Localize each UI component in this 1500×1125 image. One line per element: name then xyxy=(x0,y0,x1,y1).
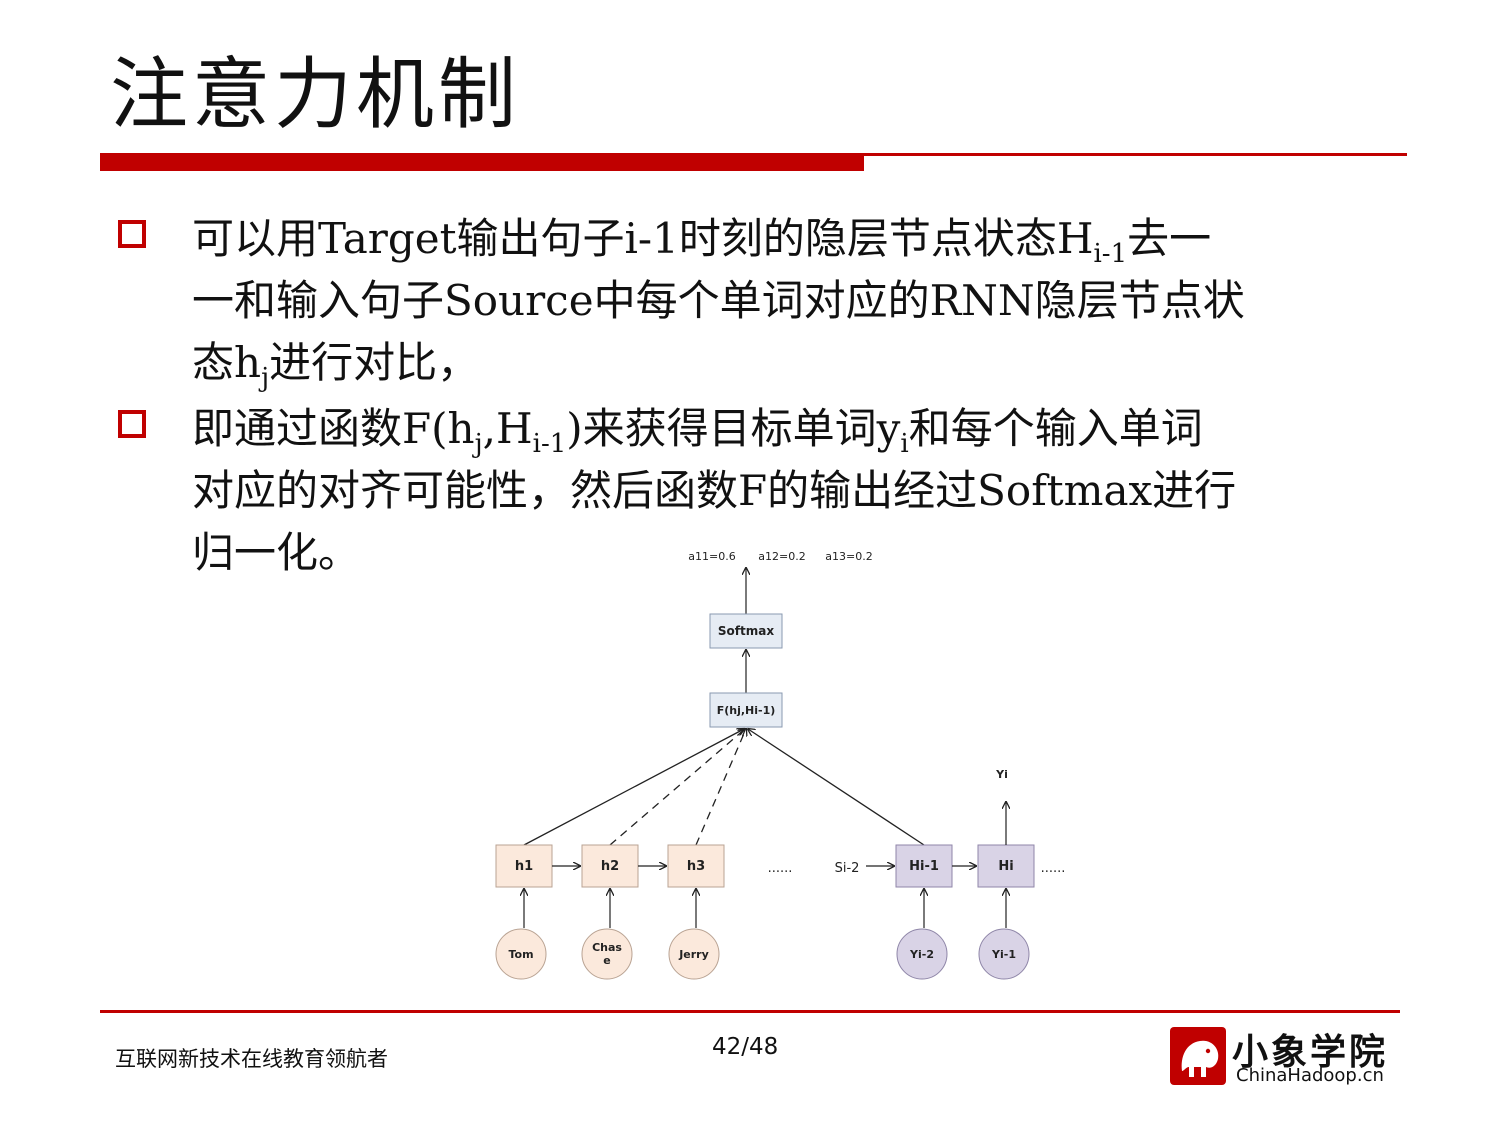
input-chase-node xyxy=(581,928,633,980)
attention-diagram: a11=0.6 a12=0.2 a13=0.2 Softmax F(hj,Hi-… xyxy=(495,550,1066,980)
decoder-input-yi-1-node xyxy=(978,928,1030,980)
encoder-h3-box xyxy=(667,844,725,888)
input-jerry-node xyxy=(668,928,720,980)
bullet-square-icon xyxy=(118,410,146,438)
logo-text-en: ChinaHadoop.cn xyxy=(1236,1065,1384,1086)
f-function-label: F(hj,Hi-1) xyxy=(717,704,776,717)
bullet-line: 即通过函数F(hj,Hi-1)来获得目标单词yi和每个输入单词 xyxy=(192,404,1203,459)
bullet-2: 即通过函数F(hj,Hi-1)来获得目标单词yi和每个输入单词 对应的对齐可能性… xyxy=(118,398,1392,584)
brand-logo: 小象学院 ChinaHadoop.cn xyxy=(1170,1027,1400,1087)
output-weight-a11: a11=0.6 xyxy=(688,550,735,563)
footer-rule xyxy=(100,1010,1400,1013)
decoder-hi-1-label: Hi-1 xyxy=(909,859,939,874)
encoder-h1-label: h1 xyxy=(515,859,533,874)
decoder-hi-1-box xyxy=(895,844,953,888)
subscript: i xyxy=(900,429,909,459)
decoder-input-yi-2-node xyxy=(896,928,948,980)
encoder-h1-box xyxy=(495,844,553,888)
output-weight-a12: a12=0.2 xyxy=(758,550,805,563)
yi-output-label: Yi xyxy=(995,768,1008,781)
subscript: j xyxy=(261,363,270,393)
encoder-h2-label: h2 xyxy=(601,859,619,874)
attention-line-h2 xyxy=(609,729,745,846)
subscript: i-1 xyxy=(1093,239,1128,269)
f-function-box xyxy=(709,692,783,728)
logo-text-cn: 小象学院 xyxy=(1232,1032,1389,1073)
bullet-square-icon xyxy=(118,220,146,248)
title-rule-accent xyxy=(100,156,864,171)
decoder-hi-box xyxy=(977,844,1035,888)
input-jerry-label: Jerry xyxy=(678,948,709,961)
bullet-line: 可以用Target输出句子i-1时刻的隐层节点状态Hi-1去一 xyxy=(192,214,1212,269)
encoder-h3-label: h3 xyxy=(687,859,705,874)
decoder-input-yi-2-label: Yi-2 xyxy=(909,948,934,961)
bullet-line: 态hj进行对比， xyxy=(192,338,480,393)
subscript: j xyxy=(474,429,483,459)
attention-line-hi-1 xyxy=(748,729,925,846)
encoder-h2-box xyxy=(581,844,639,888)
output-weight-a13: a13=0.2 xyxy=(825,550,872,563)
input-chase-label-2: e xyxy=(603,954,610,967)
attention-line-h1 xyxy=(523,729,744,846)
decoder-input-yi-1-label: Yi-1 xyxy=(991,948,1016,961)
bullet-1: 可以用Target输出句子i-1时刻的隐层节点状态Hi-1去一 一和输入句子So… xyxy=(118,208,1392,394)
input-chase-label-1: Chas xyxy=(592,941,622,954)
decoder-hi-label: Hi xyxy=(998,859,1013,874)
bullet-line: 一和输入句子Source中每个单词对应的RNN隐层节点状 xyxy=(192,276,1245,325)
bullet-line: 归一化。 xyxy=(192,528,361,577)
encoder-ellipsis: ...... xyxy=(768,861,793,876)
decoder-ellipsis: ...... xyxy=(1041,861,1066,876)
softmax-label: Softmax xyxy=(718,624,774,638)
attention-line-h3 xyxy=(695,729,746,846)
elephant-logo-icon xyxy=(1170,1027,1226,1085)
title-rule xyxy=(100,153,1407,156)
bullet-line: 对应的对齐可能性，然后函数F的输出经过Softmax进行 xyxy=(192,466,1237,515)
subscript: i-1 xyxy=(532,429,567,459)
s-state-label: Si-2 xyxy=(835,861,860,876)
input-tom-label: Tom xyxy=(508,948,533,961)
input-tom-node xyxy=(495,928,547,980)
slide-title: 注意力机制 xyxy=(110,50,521,140)
softmax-box xyxy=(709,613,783,649)
page-number: 42/48 xyxy=(712,1034,779,1060)
footer-tagline: 互联网新技术在线教育领航者 xyxy=(115,1047,388,1071)
